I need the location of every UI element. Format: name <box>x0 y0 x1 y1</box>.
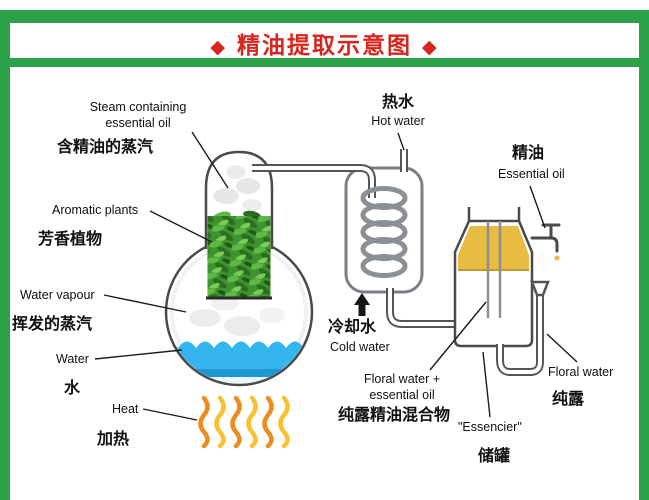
oil-tap <box>530 223 561 253</box>
label-floral-mix-zh: 纯露精油混合物 <box>338 407 451 424</box>
pipe-flask-to-condenser <box>252 164 376 198</box>
water-shallow-band <box>167 377 311 384</box>
label-steam-en: Steam containing essential oil <box>89 100 187 130</box>
title-diamond-right-icon: ◆ <box>422 37 439 58</box>
pipe-floral-water-outlet <box>496 280 550 376</box>
pointer-lines <box>94 131 578 421</box>
water-fill <box>167 341 311 377</box>
vapour-puff <box>259 307 285 323</box>
label-cold-water-en: Cold water <box>330 340 390 354</box>
label-essencier-en: "Essencier" <box>458 420 522 434</box>
label-vapour-zh: 挥发的蒸汽 <box>12 316 93 333</box>
separator-essencier <box>453 207 534 348</box>
page-title: ◆ 精油提取示意图 ◆ <box>0 26 649 60</box>
water-deep-band <box>167 369 311 377</box>
pointer-water <box>94 349 183 360</box>
label-vapour-en: Water vapour <box>20 288 95 302</box>
label-essential-oil-zh: 精油 <box>512 145 545 162</box>
aromatic-plants-fill <box>206 210 272 300</box>
label-hot-water-zh: 热水 <box>381 94 414 111</box>
heat-flames <box>198 395 290 449</box>
label-plants-zh: 芳香植物 <box>38 231 103 248</box>
pointer-essencier <box>482 351 491 418</box>
label-water-en: Water <box>56 352 89 366</box>
condenser-coil <box>360 186 408 278</box>
steam-puffs <box>213 165 262 211</box>
pointer-heat <box>142 408 198 421</box>
title-text: 精油提取示意图 <box>237 32 412 58</box>
pointer-steam <box>191 131 229 189</box>
label-hot-water-en: Hot water <box>371 114 425 128</box>
label-steam-zh: 含精油的蒸汽 <box>57 139 154 156</box>
pointer-plants <box>149 210 213 243</box>
label-essential-oil-en: Essential oil <box>498 167 565 181</box>
label-heat-en: Heat <box>112 402 139 416</box>
label-water-zh: 水 <box>64 380 81 397</box>
label-heat-zh: 加热 <box>97 431 130 448</box>
pointer-floral-mix <box>429 301 487 371</box>
oil-drop <box>554 255 560 261</box>
vapour-puff <box>189 309 221 327</box>
oil-layer <box>458 226 529 270</box>
label-plants-en: Aromatic plants <box>52 203 139 217</box>
label-floral-water-zh: 纯露 <box>552 391 585 408</box>
pointer-vapour <box>103 294 187 313</box>
vapour-puff <box>224 316 260 336</box>
left-green-border <box>0 10 10 500</box>
outlet-funnel <box>530 280 550 297</box>
pipe-condensate <box>386 288 456 328</box>
cold-water-flow-arrow <box>354 293 370 316</box>
pointer-essential-oil <box>529 185 546 229</box>
title-divider-bar <box>0 58 649 67</box>
distillation-flask <box>164 150 314 387</box>
top-green-bar <box>0 10 649 23</box>
label-floral-mix-en: Floral water + essential oil <box>363 372 441 402</box>
pointer-floral-water <box>546 333 578 363</box>
title-diamond-left-icon: ◆ <box>210 37 227 58</box>
pointer-hot-water <box>397 132 405 151</box>
label-floral-water-en: Floral water <box>548 365 614 379</box>
flask-contents <box>167 295 311 384</box>
label-essencier-zh: 储罐 <box>478 448 511 465</box>
label-cold-water-zh: 冷却水 <box>328 319 377 336</box>
right-green-border <box>639 10 649 500</box>
